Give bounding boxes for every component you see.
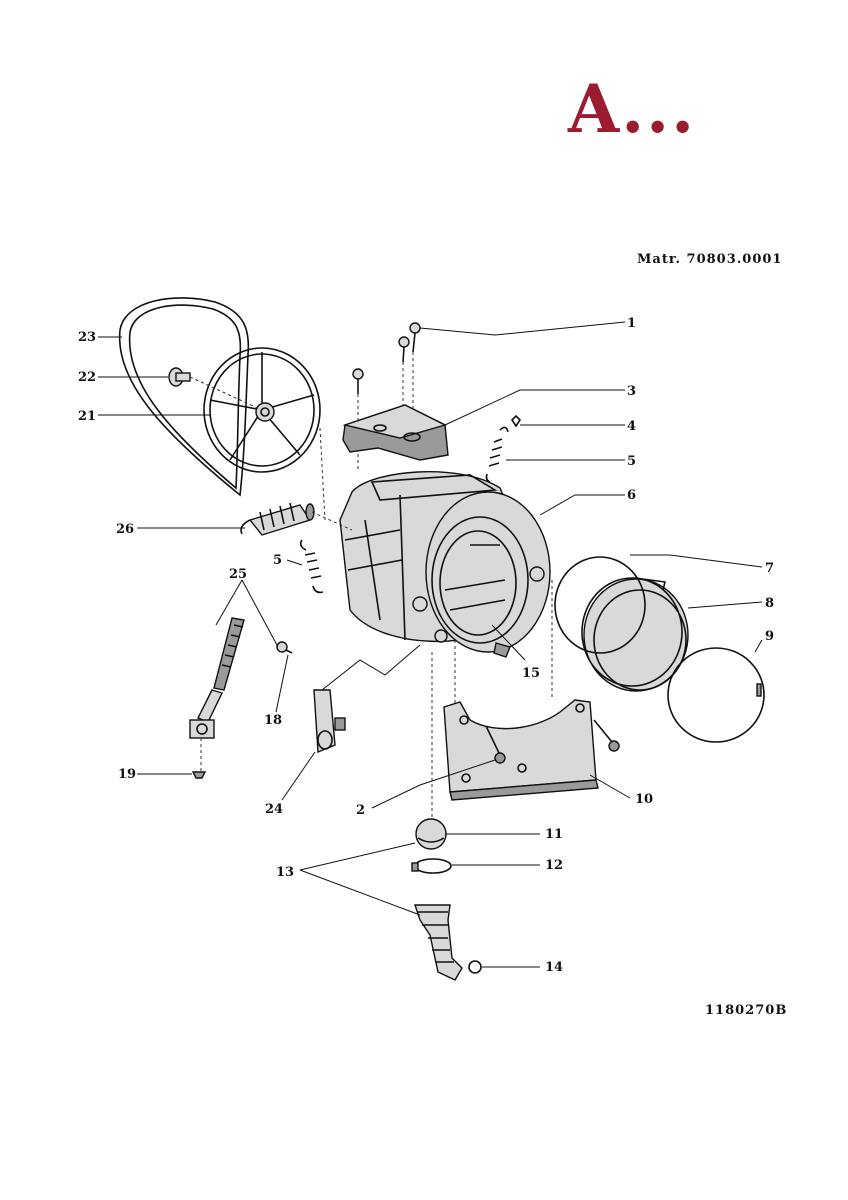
- matr-number: Matr. 70803.0001: [637, 252, 783, 267]
- callout-11: 11: [545, 827, 563, 842]
- spring-clip: [510, 414, 522, 428]
- callout-3: 3: [627, 384, 636, 399]
- callout-7: 7: [765, 561, 774, 576]
- callout-18: 18: [264, 713, 282, 728]
- shock-absorber: [189, 617, 245, 739]
- drawing-code: 1180270B: [705, 1003, 788, 1018]
- callout-25: 25: [229, 567, 247, 582]
- callout-8: 8: [765, 596, 774, 611]
- callout-12: 12: [545, 858, 563, 873]
- drum-fastener: [493, 642, 511, 658]
- hose-clamp: [411, 858, 452, 874]
- callout-15: 15: [522, 666, 540, 681]
- tub-spring-right: [485, 426, 509, 483]
- drain-ball: [415, 818, 447, 850]
- callout-5-right: 5: [627, 454, 636, 469]
- absorber-base-clip: [191, 771, 207, 779]
- callout-14: 14: [545, 960, 563, 975]
- callout-26: 26: [116, 522, 134, 537]
- screw-set: [352, 322, 421, 394]
- hose-ring: [468, 960, 482, 974]
- callout-6: 6: [627, 488, 636, 503]
- washing-tub: [339, 471, 551, 653]
- inner-clamp-ring: [554, 556, 646, 654]
- callout-9: 9: [765, 629, 774, 644]
- heater-element: [240, 502, 315, 536]
- callout-21: 21: [78, 409, 96, 424]
- callout-19: 19: [118, 767, 136, 782]
- drain-hose: [414, 904, 463, 981]
- callout-24: 24: [265, 802, 283, 817]
- callout-22: 22: [78, 370, 96, 385]
- callout-1: 1: [627, 316, 636, 331]
- outer-clamp-ring: [667, 647, 765, 743]
- callout-23: 23: [78, 330, 96, 345]
- callout-10: 10: [635, 792, 653, 807]
- tub-spring-left: [299, 539, 324, 594]
- callout-5-left: 5: [273, 553, 282, 568]
- counterweight: [342, 404, 449, 461]
- catalog-title: A...: [568, 70, 697, 148]
- base-bolts: [485, 719, 620, 764]
- bottom-counterweight: [443, 699, 599, 801]
- absorber-pin: [276, 641, 293, 654]
- drum-pulley: [203, 347, 321, 473]
- pulley-bolt: [168, 367, 191, 387]
- callout-2: 2: [356, 803, 365, 818]
- callout-13: 13: [276, 865, 294, 880]
- tub-bracket: [313, 689, 346, 754]
- drive-belt: [118, 297, 250, 497]
- callout-4: 4: [627, 419, 636, 434]
